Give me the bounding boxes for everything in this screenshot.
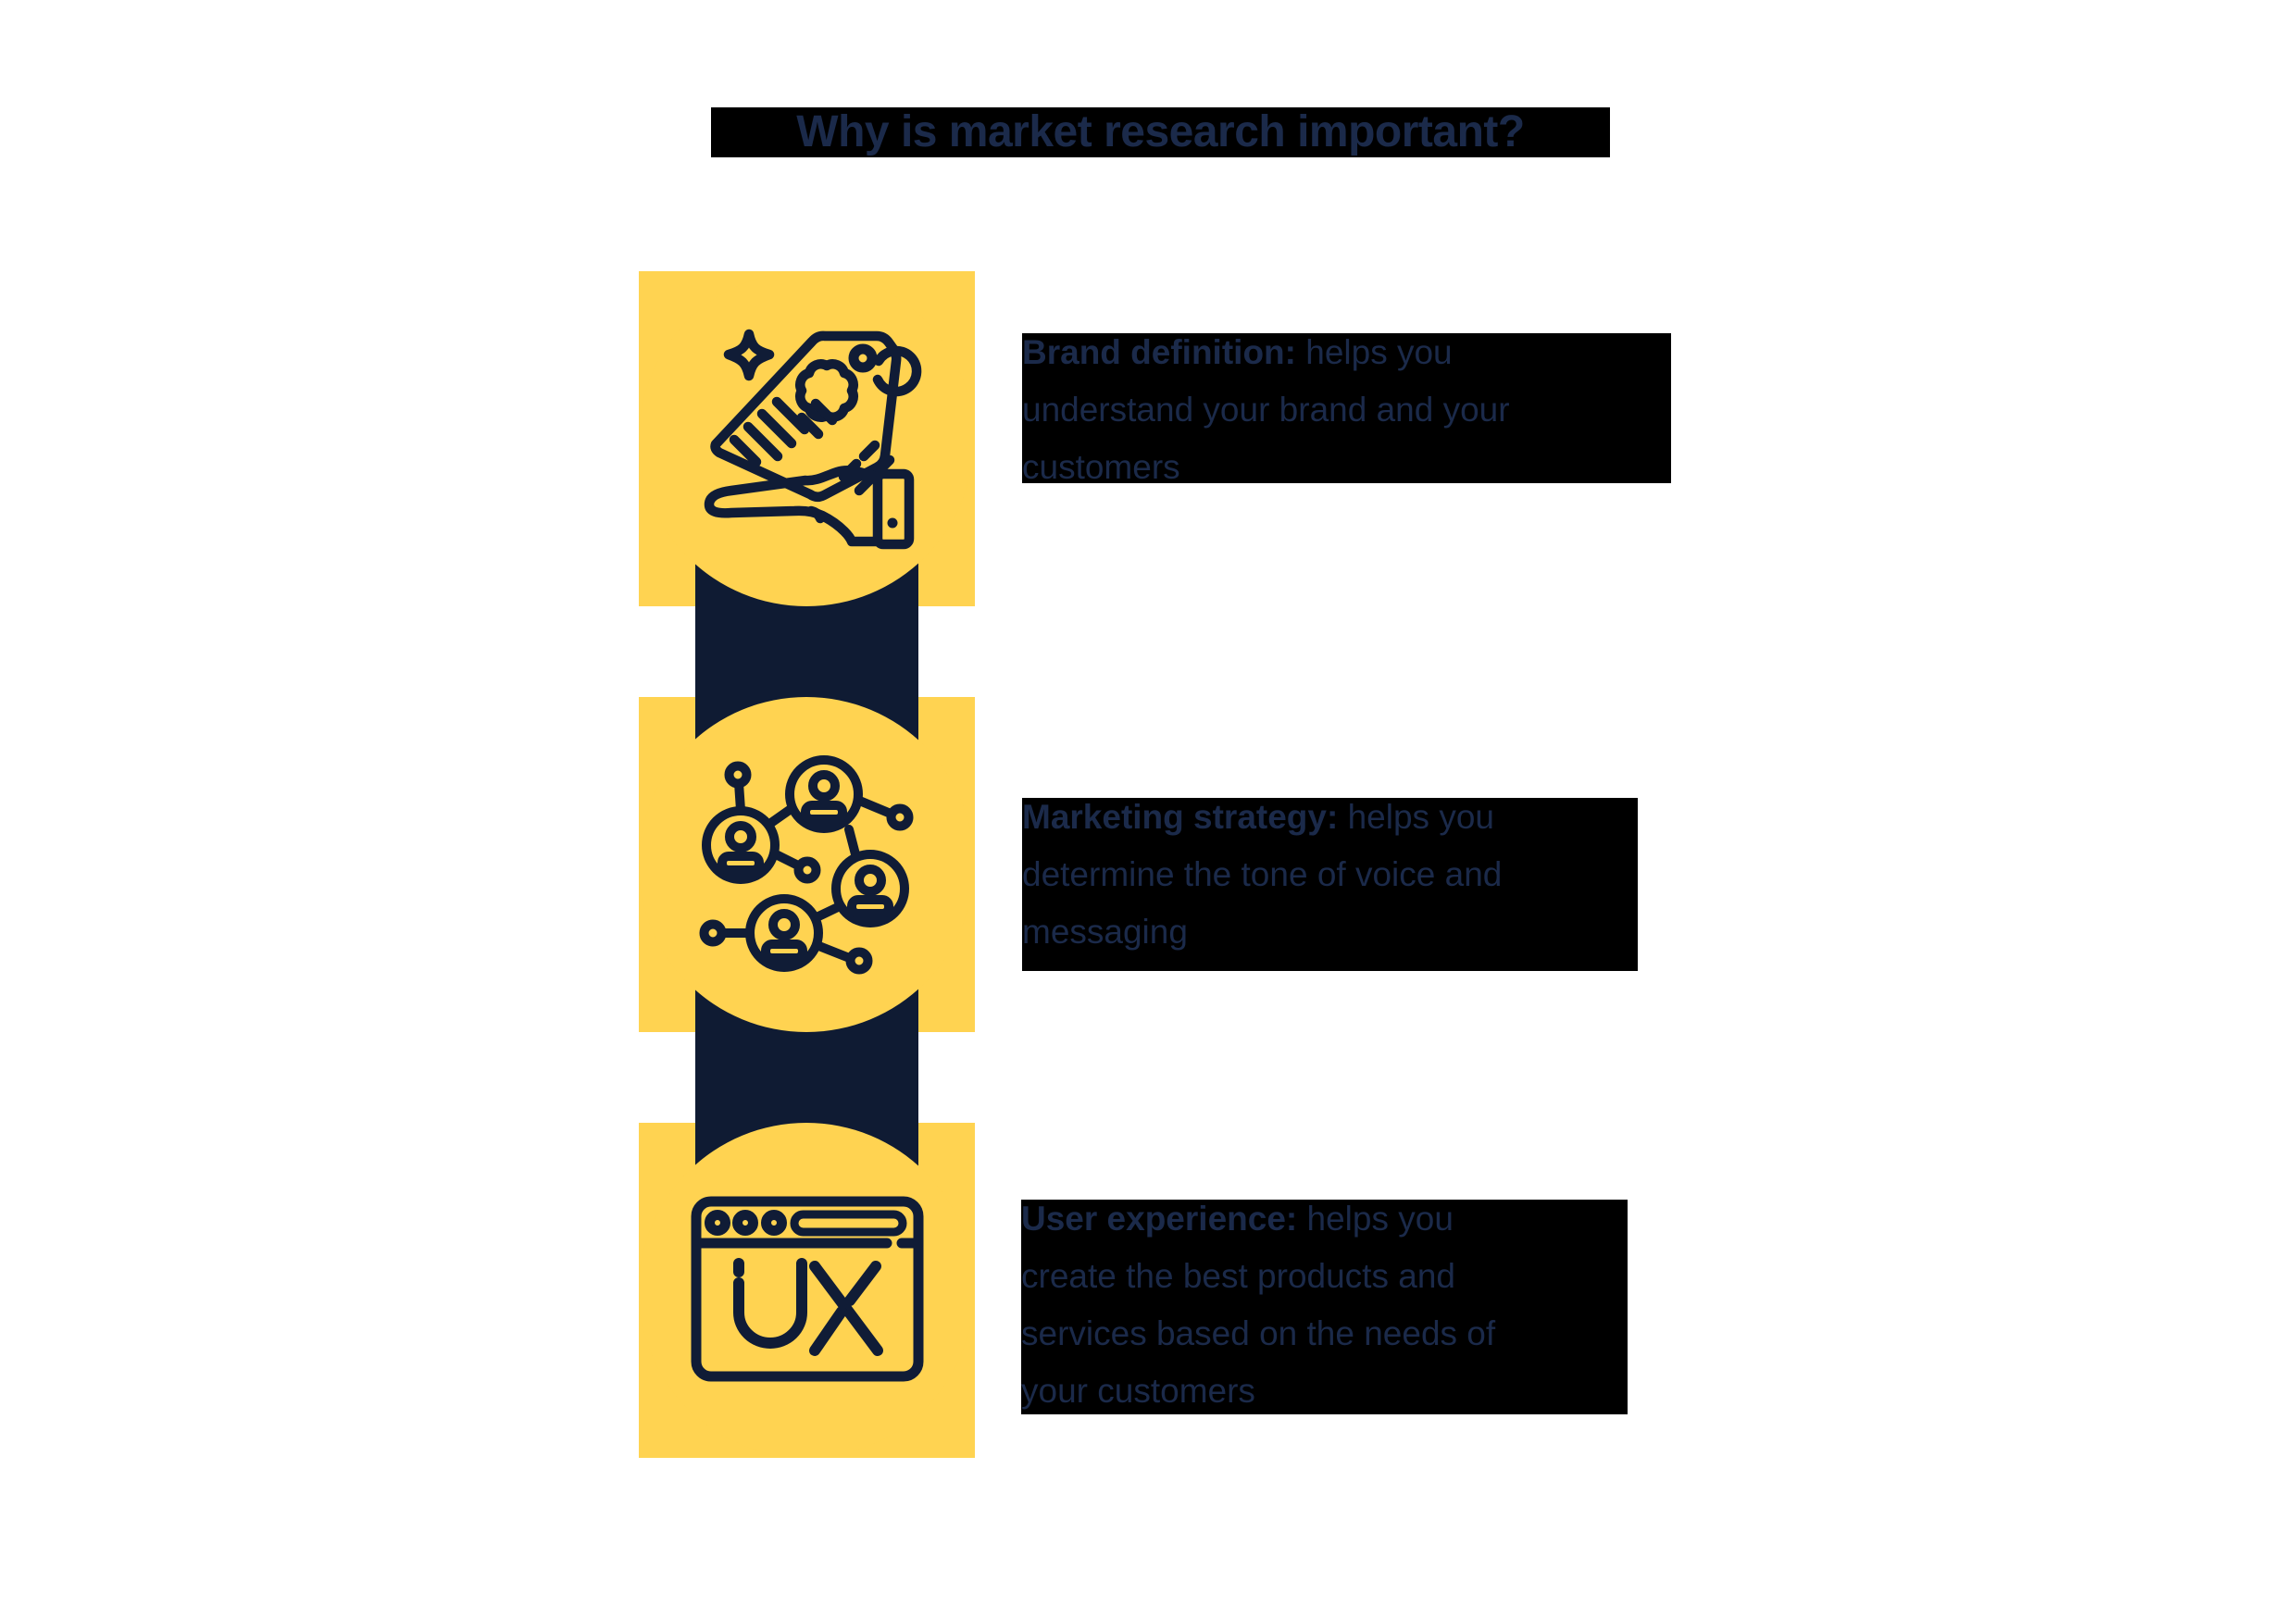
text-line: your customers xyxy=(1021,1372,1255,1410)
text-highlight-marketing-strategy: Marketing strategy: helps you determine … xyxy=(1022,798,1638,971)
text-line: User experience: helps you xyxy=(1021,1200,1454,1238)
text-line: messaging xyxy=(1022,913,1188,951)
person-node xyxy=(785,755,863,833)
sparkle-icon xyxy=(723,329,775,381)
person-node xyxy=(745,894,823,972)
text-line: Marketing strategy: helps you xyxy=(1022,798,1494,836)
text-line: create the best products and xyxy=(1021,1257,1455,1295)
icon-circle-backdrop xyxy=(639,271,974,606)
people-network-icon xyxy=(699,755,914,975)
person-node xyxy=(831,850,909,927)
text-line: Brand definition: helps you xyxy=(1022,333,1453,371)
person-node xyxy=(702,806,780,884)
page-title: Why is market research important? xyxy=(796,107,1525,156)
text-line: understand your brand and your xyxy=(1022,391,1510,429)
letter-u xyxy=(733,1258,807,1349)
text-line: customers xyxy=(1022,448,1180,486)
text-highlight-user-experience: User experience: helps you create the be… xyxy=(1021,1200,1628,1414)
text-line: services based on the needs of xyxy=(1021,1314,1496,1352)
tag-in-hand-icon xyxy=(704,329,922,550)
text-line: determine the tone of voice and xyxy=(1022,855,1503,893)
ux-browser-icon xyxy=(691,1196,924,1382)
title-highlight-box: Why is market research important? xyxy=(711,107,1610,157)
letter-x xyxy=(809,1261,883,1356)
text-highlight-brand-definition: Brand definition: helps you understand y… xyxy=(1022,333,1671,486)
